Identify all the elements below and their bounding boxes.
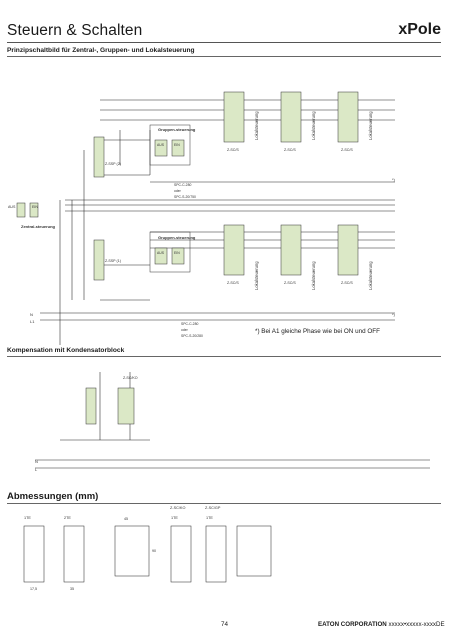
outline-2te — [63, 525, 85, 583]
company-footer: EATON CORPORATION xxxxx•xxxxx-xxxxDE — [318, 621, 445, 628]
section-rule — [7, 503, 441, 504]
relay-module — [337, 91, 359, 143]
relay-module — [280, 224, 302, 276]
spc-label-or: oder — [174, 189, 182, 193]
dim-width: 17,5 — [30, 587, 37, 591]
spc-label-1: SPC-C-280 — [174, 183, 191, 187]
group-control-frame — [149, 231, 191, 273]
star-note: *) — [392, 177, 396, 182]
module-label: Z-SC/KO — [123, 376, 138, 380]
section-rule — [7, 356, 441, 357]
local-control-label: Lokalsteuerung — [311, 261, 316, 290]
section-title-principle: Prinzipschaltbild für Zentral-, Gruppen-… — [7, 47, 195, 54]
ein-label: EIN — [32, 205, 38, 209]
brand-label: xPole — [398, 21, 441, 38]
rail-l-label: L — [35, 467, 38, 472]
wire — [100, 264, 150, 301]
aus-label: AUS — [157, 143, 165, 147]
relay-row-bottom: Z-SC/S Z-SC/S Z-SC/S Lokalsteuerung Loka… — [223, 224, 373, 290]
wire — [40, 312, 395, 321]
zssp-label: Z-SSP (2) — [105, 162, 121, 166]
group-switch-aus — [154, 139, 168, 157]
spc-label-2: SPC-S-20/750 — [174, 195, 196, 199]
group-switch-aus — [154, 247, 168, 265]
compensation-block: Z-SC/KO N L — [35, 376, 138, 472]
local-control-label: Lokalsteuerung — [368, 261, 373, 290]
relay-label: Z-SC/S — [341, 281, 353, 285]
wire — [35, 459, 430, 469]
zssp-label: Z-SSP (1) — [105, 259, 121, 263]
dim-depth: 45 — [124, 517, 128, 521]
relay-module — [223, 91, 245, 143]
company-name: EATON CORPORATION — [318, 621, 387, 628]
relay-label: Z-SC/S — [284, 281, 296, 285]
section-title-compensation: Kompensation mit Kondensatorblock — [7, 347, 125, 354]
spc-label-1: SPC-C-280 — [181, 322, 198, 326]
relay-label: Z-SC/S — [284, 148, 296, 152]
dim-width-2: 35 — [70, 587, 74, 591]
group-control-label: Gruppen-steuerung — [158, 127, 196, 132]
relay-label: Z-SC/S — [227, 281, 239, 285]
local-control-label: Lokalsteuerung — [311, 111, 316, 140]
header-rule — [7, 42, 441, 43]
relay-module — [223, 224, 245, 276]
page-title: Steuern & Schalten — [7, 22, 143, 39]
size-1te: 1TE — [171, 516, 178, 520]
spc-label-2: SPC-S-20/280 — [181, 334, 203, 338]
zssp-module — [93, 136, 105, 178]
zssp-module — [93, 239, 105, 281]
group-switch-ein — [171, 139, 185, 157]
local-control-label: Lokalsteuerung — [254, 261, 259, 290]
relay-label: Z-SC/S — [341, 148, 353, 152]
zssp-block-bottom: Z-SSP (1) — [93, 239, 121, 281]
dim-height: 90 — [152, 549, 156, 553]
ein-label: EIN — [174, 143, 180, 147]
group-control-bottom: Gruppen-steuerung AUS EIN — [149, 231, 196, 273]
group-control-top: Gruppen-steuerung AUS EIN — [149, 124, 196, 166]
central-control-label: Zentral-steuerung — [21, 224, 56, 229]
zssp-block-top: Z-SSP (2) — [93, 136, 121, 178]
group-control-frame — [149, 124, 191, 166]
switch-aus — [16, 202, 26, 218]
size-1te: 1TE — [24, 516, 31, 520]
page-number: 74 — [221, 621, 229, 628]
switch-ein — [29, 202, 39, 218]
spc-label-or: oder — [181, 328, 189, 332]
document-code: xxxxx•xxxxx-xxxxDE — [388, 621, 445, 628]
wire — [65, 199, 395, 212]
rail-l-label: L1 — [30, 319, 35, 324]
dimension-drawings: 1TE 2TE Z-SC/KO Z-SC/GP 1TE 1TE 90 45 17… — [23, 506, 272, 591]
size-1te: 1TE — [206, 516, 213, 520]
side-view — [114, 525, 150, 577]
switch-module — [85, 387, 97, 425]
rail-n-label: N — [35, 459, 38, 464]
dim-module-label: Z-SC/KO — [170, 506, 185, 510]
relay-row-top: Z-SC/S Z-SC/S Z-SC/S Lokalsteuerung Loka… — [223, 91, 373, 152]
section-title-dimensions: Abmessungen (mm) — [7, 491, 99, 502]
relay-label: Z-SC/S — [227, 148, 239, 152]
side-view-b — [236, 525, 272, 577]
aus-label: AUS — [157, 251, 165, 255]
star-note: *) — [392, 312, 396, 317]
relay-module — [337, 224, 359, 276]
group-control-label: Gruppen-steuerung — [158, 235, 196, 240]
capacitor-module — [117, 387, 135, 425]
outline-1te — [23, 525, 45, 583]
local-control-label: Lokalsteuerung — [254, 111, 259, 140]
size-2te: 2TE — [64, 516, 71, 520]
local-control-label: Lokalsteuerung — [368, 111, 373, 140]
group-switch-ein — [171, 247, 185, 265]
aus-label: AUS — [8, 205, 16, 209]
dim-module-b-label: Z-SC/GP — [205, 506, 221, 510]
outline-module — [170, 525, 192, 583]
central-control-block: AUS EIN Zentral-steuerung — [8, 202, 56, 229]
outline-module-b — [205, 525, 227, 583]
relay-module — [280, 91, 302, 143]
ein-label: EIN — [174, 251, 180, 255]
footnote: *) Bei A1 gleiche Phase wie bei ON und O… — [255, 328, 380, 335]
wire — [60, 372, 150, 441]
section-rule — [7, 56, 441, 57]
rail-n-label: N — [30, 312, 33, 317]
